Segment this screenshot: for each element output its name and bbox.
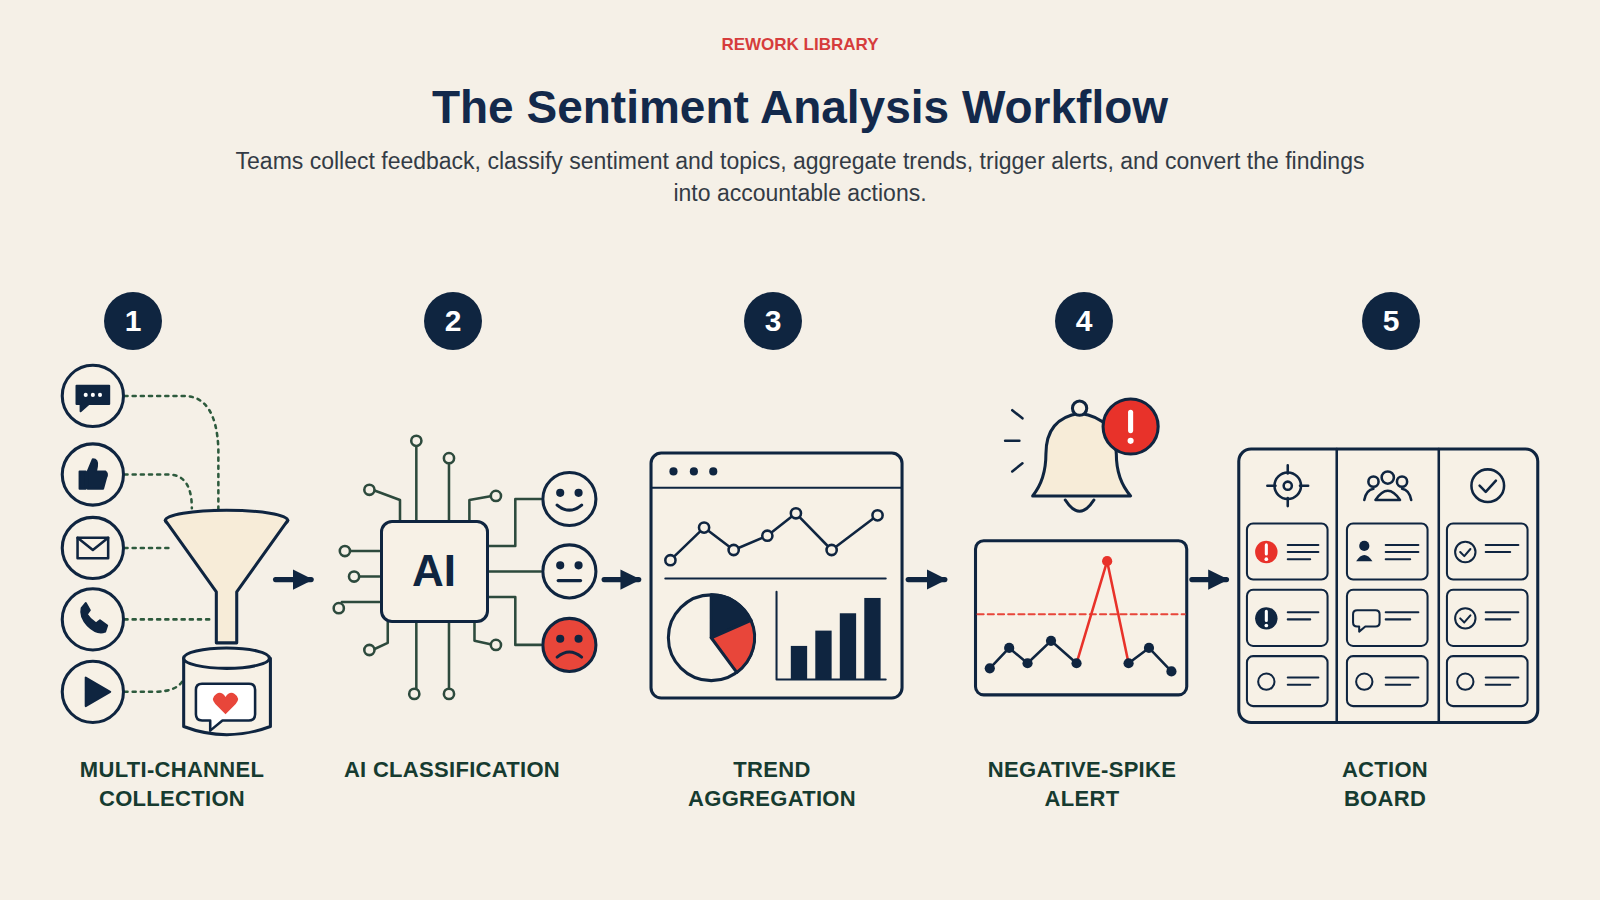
step-number: 3 — [765, 304, 782, 338]
step-number: 1 — [125, 304, 142, 338]
step-number: 5 — [1383, 304, 1400, 338]
diagram-title: The Sentiment Analysis Workflow — [0, 80, 1600, 134]
step-number-circle: 4 — [1055, 292, 1113, 350]
step-label: MULTI-CHANNEL COLLECTION — [72, 756, 272, 813]
step-number: 4 — [1076, 304, 1093, 338]
step-number-circle: 2 — [424, 292, 482, 350]
step-label: TREND AGGREGATION — [662, 756, 882, 813]
step-label: NEGATIVE-SPIKE ALERT — [972, 756, 1192, 813]
diagram-caption: Teams collect feedback, classify sentime… — [230, 145, 1370, 209]
step-number-circle: 3 — [744, 292, 802, 350]
step-label: ACTION BOARD — [1320, 756, 1450, 813]
ai-chip-box: AI — [380, 520, 489, 623]
rework-library-tag: REWORK LIBRARY — [600, 34, 1000, 56]
step-number: 2 — [445, 304, 462, 338]
step-number-circle: 5 — [1362, 292, 1420, 350]
step-number-circle: 1 — [104, 292, 162, 350]
chip-text: AI — [412, 546, 456, 596]
step-label: AI CLASSIFICATION — [342, 756, 562, 785]
